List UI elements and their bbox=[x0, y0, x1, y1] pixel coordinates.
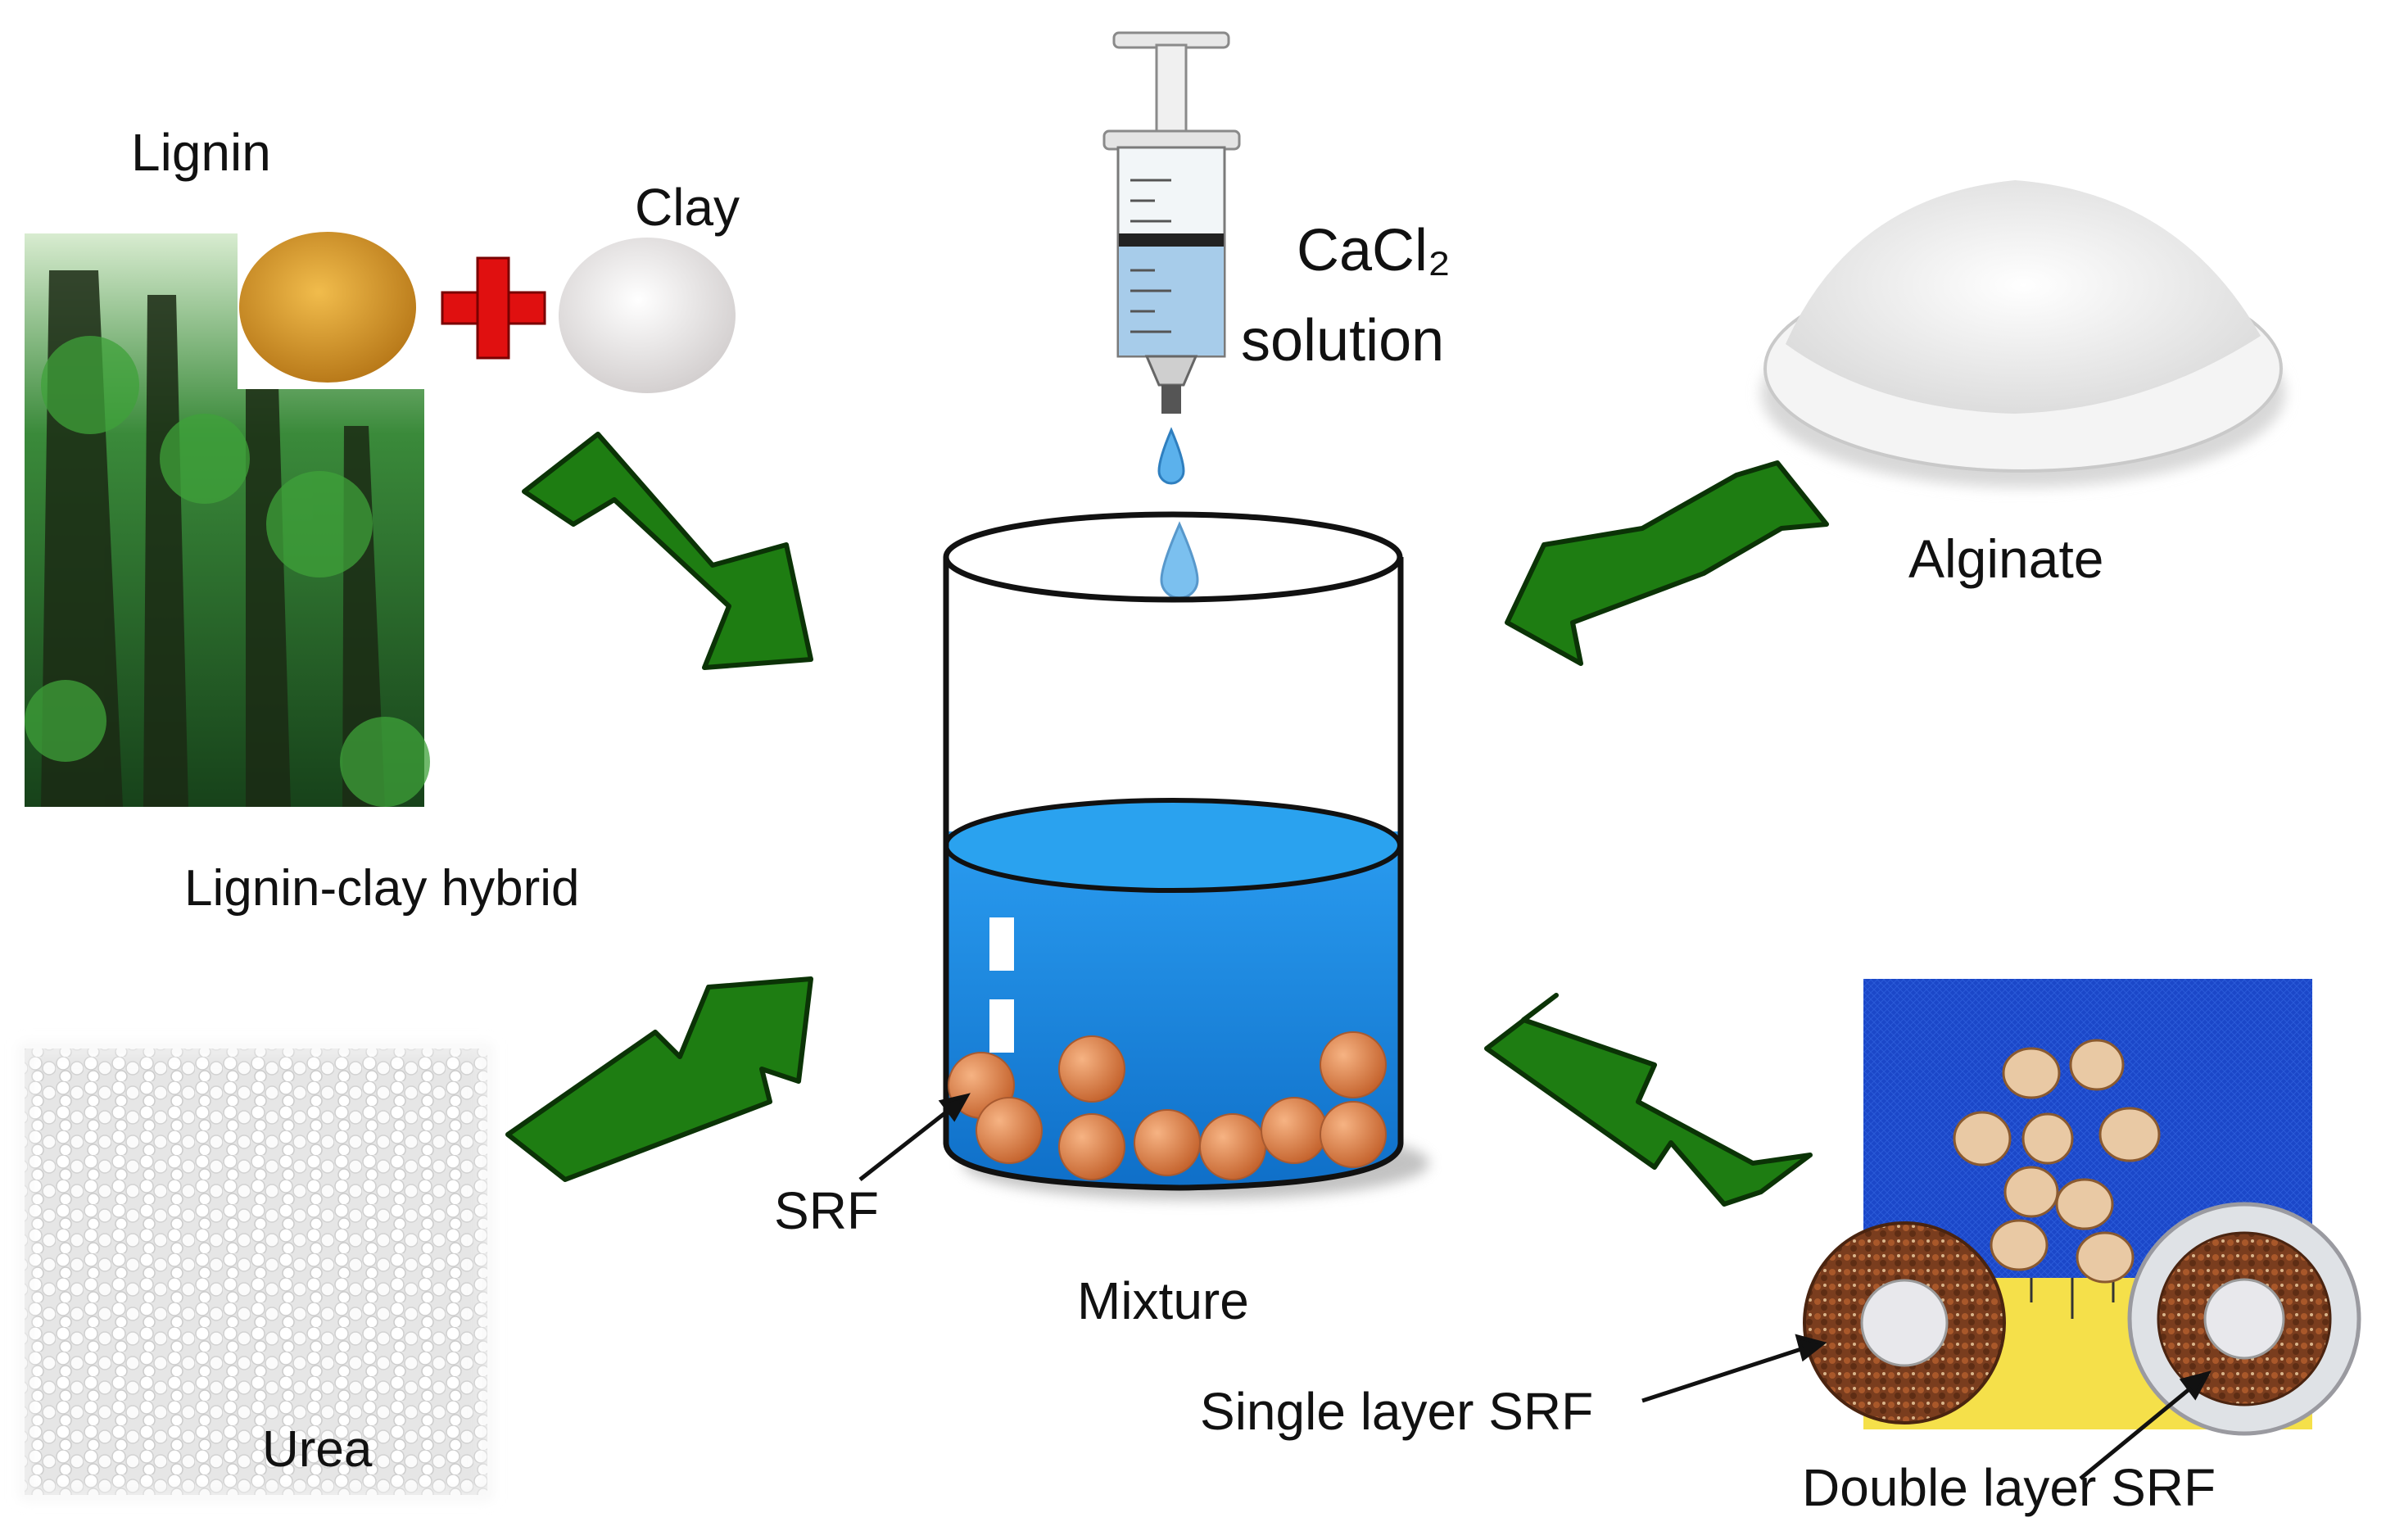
label-single-layer-srf: Single layer SRF bbox=[1200, 1382, 1593, 1441]
beaker-icon bbox=[943, 511, 1429, 1200]
flow-arrow-icon bbox=[505, 432, 1829, 1207]
label-double-layer-srf: Double layer SRF bbox=[1802, 1458, 2216, 1517]
lignin-source bbox=[25, 229, 736, 807]
arrow-lignin-to-beaker bbox=[522, 432, 813, 670]
srf-beads bbox=[948, 1031, 1387, 1180]
srf-granules bbox=[1953, 1039, 2161, 1284]
label-clay: Clay bbox=[635, 178, 740, 237]
syringe-icon bbox=[1102, 31, 1241, 414]
plus-icon bbox=[441, 256, 546, 360]
lignin-powder bbox=[239, 232, 416, 383]
double-layer-srf-cross-section bbox=[2127, 1202, 2361, 1436]
arrow-alginate-to-beaker bbox=[1505, 460, 1829, 666]
arrow-beaker-to-product bbox=[1484, 993, 1813, 1207]
single-layer-pointer bbox=[1641, 1345, 1807, 1403]
arrow-urea-to-beaker bbox=[505, 976, 813, 1182]
double-layer-pointer bbox=[2079, 1383, 2197, 1480]
label-lignin: Lignin bbox=[131, 123, 271, 182]
single-layer-srf-cross-section bbox=[1803, 1221, 2006, 1424]
clay-powder bbox=[559, 238, 736, 393]
urea-photo bbox=[25, 1049, 487, 1495]
srf-product-photo bbox=[1803, 979, 2361, 1436]
label-urea: Urea bbox=[262, 1421, 373, 1478]
label-mixture: Mixture bbox=[1077, 1271, 1249, 1330]
label-srf: SRF bbox=[774, 1181, 879, 1240]
urea-source bbox=[20, 1044, 491, 1499]
water-surface bbox=[944, 798, 1402, 893]
foliage bbox=[25, 336, 430, 807]
label-solution: solution bbox=[1241, 308, 1444, 374]
label-alginate: Alginate bbox=[1908, 528, 2104, 589]
label-lignin-clay-hybrid: Lignin-clay hybrid bbox=[184, 860, 579, 917]
pointer-lines bbox=[858, 1093, 2212, 1480]
srf-pointer bbox=[858, 1104, 956, 1181]
beaker-rim bbox=[943, 511, 1403, 603]
alginate-powder bbox=[1786, 180, 2261, 414]
alginate-source bbox=[1761, 180, 2285, 487]
label-cacl2: CaCl₂ bbox=[1297, 218, 1451, 283]
